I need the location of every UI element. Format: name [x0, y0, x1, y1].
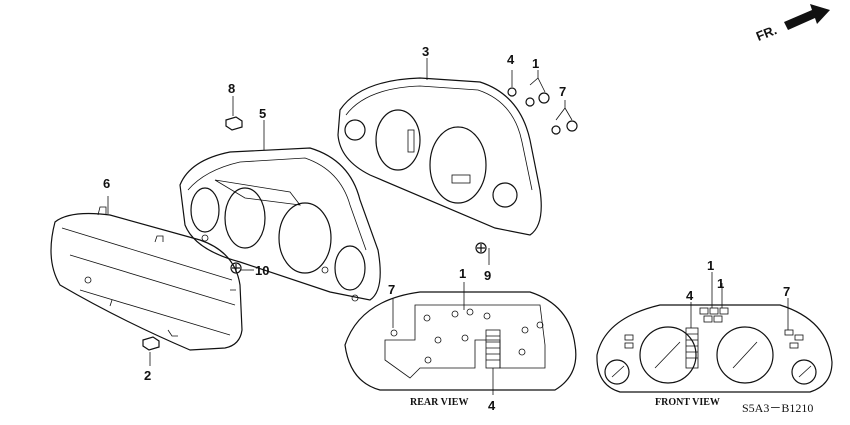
callout-8: 8	[228, 81, 235, 96]
callout-1-top: 1	[532, 56, 539, 71]
bulb-parts-top: 4 1 7	[507, 52, 578, 135]
part-8-clip: 8	[225, 81, 243, 131]
callout-4-rear: 4	[488, 398, 496, 413]
callout-4-front: 4	[686, 288, 694, 303]
part-10-screw: 10	[230, 262, 269, 278]
callout-1-front-a: 1	[707, 258, 714, 273]
callout-7-front: 7	[783, 284, 790, 299]
fr-arrow-icon	[784, 4, 830, 30]
callout-4-top: 4	[507, 52, 515, 67]
callout-10: 10	[255, 263, 269, 278]
part-2-clip: 2	[142, 336, 160, 383]
callout-2: 2	[144, 368, 151, 383]
callout-1-front-b: 1	[717, 276, 724, 291]
part-3-meter-assembly: 3	[337, 44, 542, 236]
rear-view-caption: REAR VIEW	[410, 397, 468, 408]
part-9-screw: 9	[475, 242, 491, 283]
part-5-meter-visor: 5	[179, 106, 381, 302]
front-direction-indicator: FR.	[754, 4, 830, 44]
callout-5: 5	[259, 106, 266, 121]
part-6-cover-lens: 6	[50, 176, 243, 351]
callout-7-rear: 7	[388, 282, 395, 297]
diagram-code: S5A3－B1210	[742, 401, 813, 415]
rear-view-diagram: 1 7 4 REAR VIEW	[344, 266, 577, 413]
callout-3: 3	[422, 44, 429, 59]
callout-9: 9	[484, 268, 491, 283]
fr-label: FR.	[754, 22, 779, 44]
callout-7-top: 7	[559, 84, 566, 99]
front-view-diagram: 1 1 4 7 FRONT VIEW	[596, 258, 833, 408]
callout-1-rear: 1	[459, 266, 466, 281]
callout-6: 6	[103, 176, 110, 191]
front-view-caption: FRONT VIEW	[655, 397, 720, 408]
